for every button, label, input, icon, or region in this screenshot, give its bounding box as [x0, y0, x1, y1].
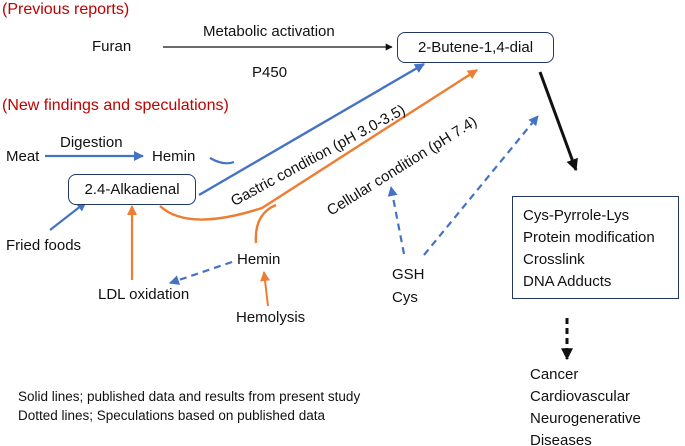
- label-alkadienal: 2.4-Alkadienal: [84, 181, 180, 198]
- label-butene-dial: 2-Butene-1,4-dial: [417, 39, 534, 56]
- label-meat: Meat: [6, 148, 40, 165]
- arrow-hemin-mid-merge: [254, 203, 277, 244]
- box-products: Cys-Pyrrole-Lys Protein modification Cro…: [512, 196, 679, 299]
- arrow-gsh-to-dial: [423, 115, 539, 256]
- legend-dotted-lines: Dotted lines; Speculations based on publ…: [18, 408, 325, 423]
- disease-item: Cardiovascular: [530, 388, 631, 405]
- arrow-gastric: [198, 62, 425, 197]
- label-furan: Furan: [92, 38, 132, 55]
- label-fried-foods: Fried foods: [6, 237, 82, 254]
- disease-item: Diseases: [530, 432, 592, 446]
- label-gsh: GSH: [392, 266, 425, 283]
- disease-item: Cancer: [530, 366, 579, 383]
- arrow-hemolysis-to-hemin: [260, 271, 271, 307]
- header-new-findings: (New findings and speculations): [2, 97, 229, 114]
- label-digestion: Digestion: [60, 134, 123, 151]
- box-alkadienal: 2.4-Alkadienal: [68, 174, 196, 205]
- label-hemin-mid: Hemin: [237, 251, 281, 268]
- box-butene-dial: 2-Butene-1,4-dial: [397, 32, 554, 63]
- label-hemolysis: Hemolysis: [236, 309, 306, 326]
- arrow-fried-to-alkadienal: [49, 201, 87, 231]
- label-ldl-oxidation: LDL oxidation: [98, 286, 190, 303]
- label-cys: Cys: [392, 289, 418, 306]
- disease-item: Neurogenerative: [530, 410, 641, 427]
- label-p450: P450: [252, 64, 288, 81]
- arrow-gsh-up: [387, 186, 406, 255]
- arrow-cellular: [159, 68, 478, 221]
- arrow-dial-to-products: [538, 71, 578, 172]
- arrow-hemin-to-ldl: [169, 260, 233, 285]
- label-hemin-top: Hemin: [152, 148, 196, 165]
- arrow-hemin-merge: [209, 157, 235, 165]
- header-previous-reports: (Previous reports): [2, 1, 130, 18]
- legend-solid-lines: Solid lines; published data and results …: [18, 389, 361, 404]
- product-item: Crosslink: [523, 251, 585, 268]
- product-item: Protein modification: [523, 229, 655, 246]
- product-item: Cys-Pyrrole-Lys: [523, 207, 630, 224]
- label-metabolic-activation: Metabolic activation: [203, 23, 335, 40]
- product-item: DNA Adducts: [523, 273, 612, 290]
